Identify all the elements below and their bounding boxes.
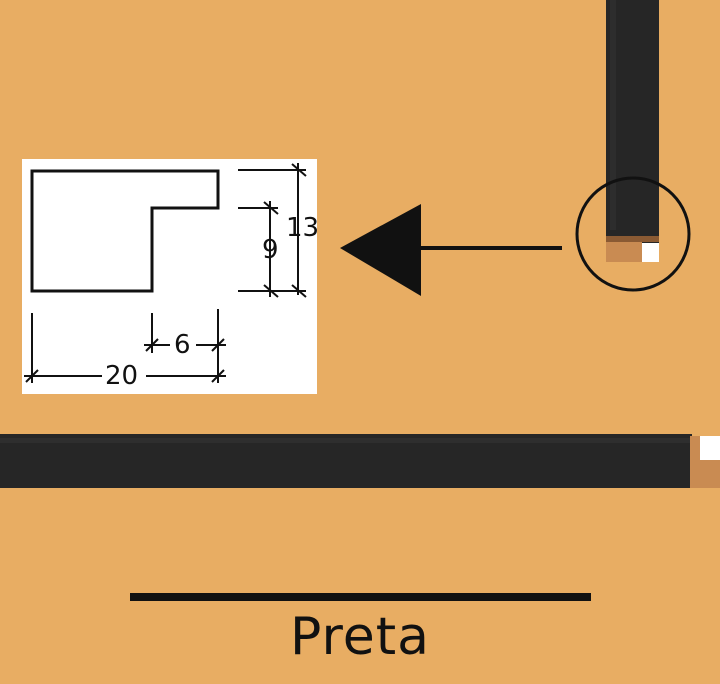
profile-diagram-panel: 13 9 20 6 — [22, 159, 320, 394]
height-value: 13 — [286, 213, 320, 243]
vertical-bar-highlight — [610, 0, 616, 230]
height-top-tick — [291, 163, 307, 177]
profile-outline — [30, 169, 220, 293]
rebate-width-value: 6 — [174, 330, 191, 360]
width-left-tick — [25, 369, 39, 383]
product-name: Preta — [290, 607, 430, 667]
height-bottom-tick — [291, 284, 307, 298]
horizontal-bar-rebate — [700, 436, 720, 460]
caption-rule — [130, 593, 591, 601]
profile-diagram — [24, 163, 307, 383]
horizontal-molding-bar — [0, 434, 720, 488]
vertical-molding-bar — [606, 0, 659, 262]
rebate-right-tick — [211, 338, 225, 352]
rebate-depth-value: 9 — [262, 235, 279, 265]
left-arrow-icon — [340, 204, 421, 296]
zoom-circle-icon — [575, 176, 691, 292]
horizontal-bar-highlight — [0, 438, 692, 443]
vertical-bar-cut-edge — [606, 236, 659, 242]
depth-top-tick — [263, 201, 279, 215]
depth-bottom-tick — [263, 284, 279, 298]
width-value: 20 — [105, 361, 139, 391]
vertical-bar-rebate — [642, 243, 659, 262]
rebate-left-tick — [145, 338, 159, 352]
width-right-tick — [211, 369, 225, 383]
